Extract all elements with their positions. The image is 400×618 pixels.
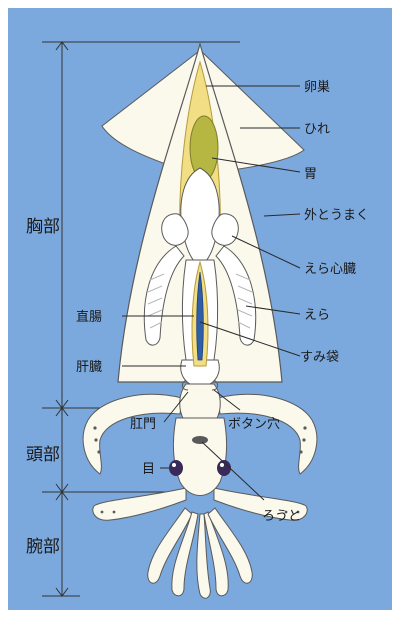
label-mantle: 外とうまく [304, 208, 369, 223]
label-button-hole: ボタン穴 [228, 417, 280, 432]
label-ovary: 卵巣 [304, 80, 330, 95]
region-label-arms: 腕部 [26, 537, 60, 557]
region-label-chest: 胸部 [26, 217, 60, 237]
label-fin: ひれ [304, 122, 330, 137]
label-rectum: 直腸 [76, 310, 102, 325]
region-label-head: 頭部 [26, 445, 60, 465]
label-gill-heart: えら心臓 [304, 262, 356, 277]
label-stomach: 胃 [304, 167, 317, 182]
label-liver: 肝臓 [76, 360, 102, 375]
label-anus: 肛門 [130, 417, 156, 432]
label-eye: 目 [142, 462, 155, 477]
label-gill: えら [304, 308, 330, 323]
label-ink-sac: すみ袋 [300, 350, 339, 365]
label-funnel: ろうと [262, 509, 301, 524]
